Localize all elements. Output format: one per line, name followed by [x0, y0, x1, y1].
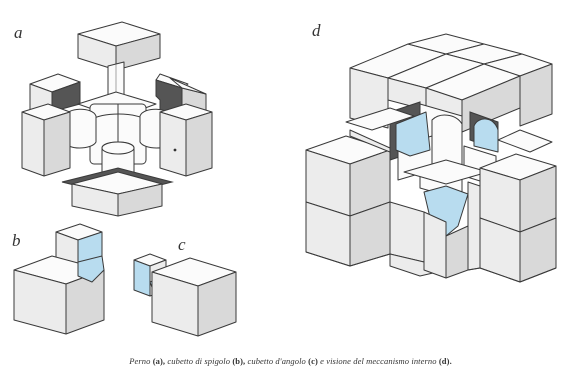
- panel-label-d: d: [312, 21, 321, 40]
- caption-text-4: e visione del meccanismo interno: [320, 356, 437, 366]
- caption-ref-b: (b),: [232, 356, 246, 366]
- panel-label-a: a: [14, 23, 23, 42]
- caption-text-2: cubetto di spigolo: [167, 356, 231, 366]
- caption-ref-c: (c): [308, 356, 318, 366]
- figure-caption: Perno (a), cubetto di spigolo (b), cubet…: [0, 356, 581, 366]
- caption-ref-d: (d).: [438, 356, 452, 366]
- panel-d-internal-mechanism: [306, 34, 556, 282]
- caption-text-1: Perno: [129, 356, 151, 366]
- panel-a-core-spindle: [22, 22, 212, 216]
- caption-ref-a: (a),: [152, 356, 166, 366]
- panel-label-c: c: [178, 235, 186, 254]
- panel-label-b: b: [12, 231, 21, 250]
- caption-text-3: cubetto d'angolo: [247, 356, 306, 366]
- panel-b-edge-cubie: [14, 224, 104, 334]
- panel-c-corner-cubie: [134, 254, 236, 336]
